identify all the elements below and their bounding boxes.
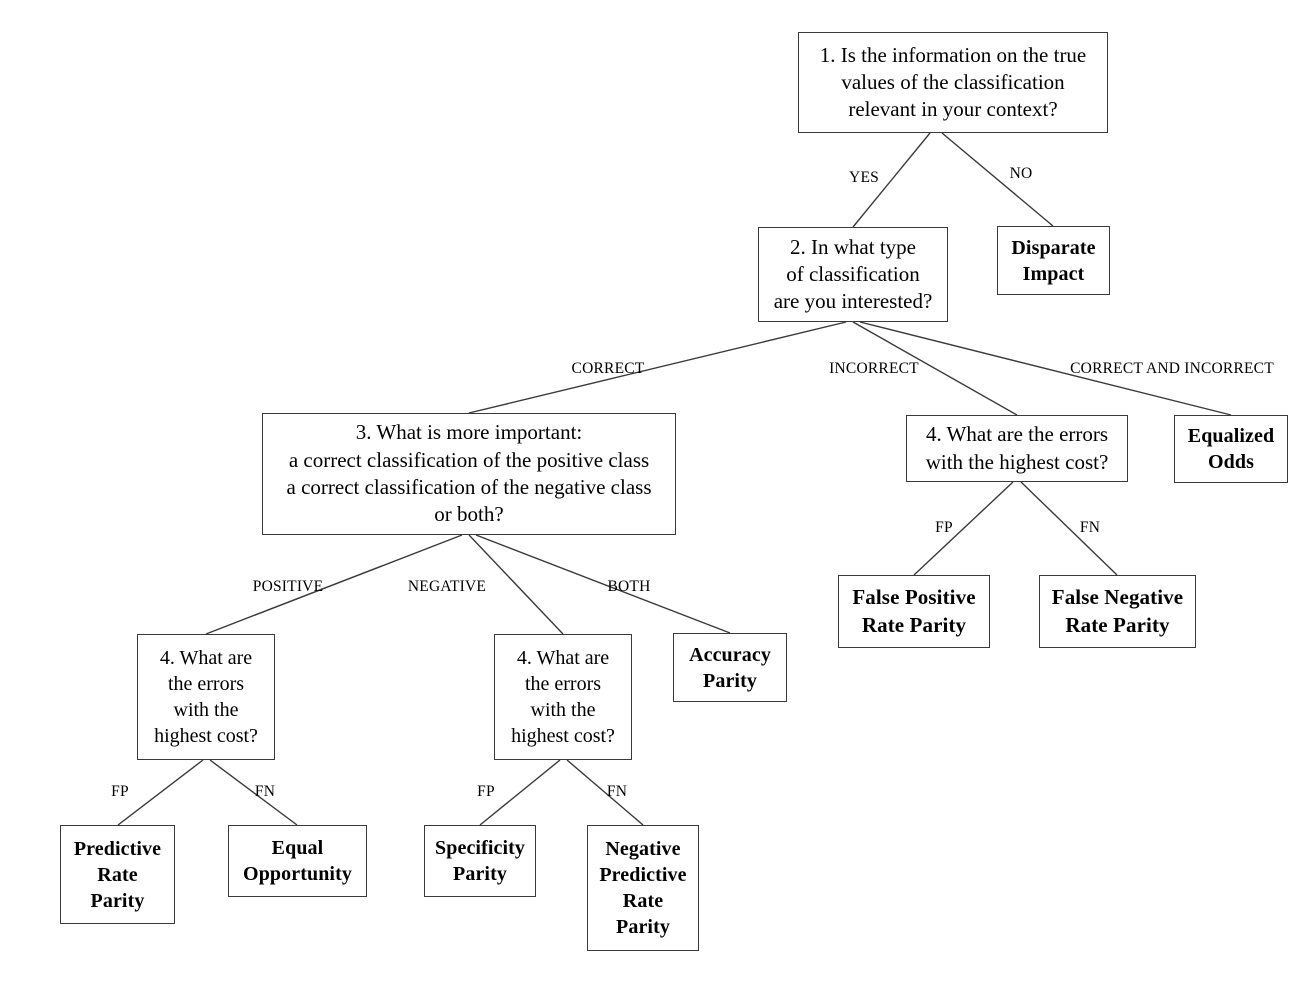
edge-label-e-q3-q4p: POSITIVE (252, 578, 324, 595)
node-q4_positive[interactable]: 4. What are the errors with the highest … (137, 634, 275, 760)
node-q4_negative[interactable]: 4. What are the errors with the highest … (494, 634, 632, 760)
node-q2[interactable]: 2. In what type of classification are yo… (758, 227, 948, 322)
edge-label-e-q1-q2: YES (849, 169, 879, 186)
edge-label-e-q2-q3: CORRECT (571, 360, 645, 377)
edge-e-q4i-fnr (1020, 481, 1118, 576)
edge-e-q4p-prp (117, 759, 204, 826)
node-negative_predictive_rate_parity[interactable]: Negative Predictive Rate Parity (587, 825, 699, 951)
edge-e-q2-q3 (468, 321, 847, 414)
node-q3[interactable]: 3. What is more important: a correct cla… (262, 413, 676, 535)
edge-label-e-q4p-prp: FP (111, 783, 129, 800)
edge-label-e-q3-ap: BOTH (607, 578, 651, 595)
node-equal_opportunity[interactable]: Equal Opportunity (228, 825, 367, 897)
node-predictive_rate_parity[interactable]: Predictive Rate Parity (60, 825, 175, 924)
node-disparate_impact[interactable]: Disparate Impact (997, 226, 1110, 295)
node-q4_incorrect[interactable]: 4. What are the errors with the highest … (906, 415, 1128, 482)
edge-label-e-q4i-fpr: FP (935, 519, 953, 536)
edge-label-e-q4n-nprp: FN (606, 783, 628, 800)
node-equalized_odds[interactable]: Equalized Odds (1174, 415, 1288, 483)
node-false_positive_rate_parity[interactable]: False Positive Rate Parity (838, 575, 990, 648)
edge-label-e-q2-eo: CORRECT AND INCORRECT (1070, 360, 1274, 377)
edge-e-q3-ap (475, 534, 731, 634)
node-false_negative_rate_parity[interactable]: False Negative Rate Parity (1039, 575, 1196, 648)
edge-e-q4n-nprp (566, 759, 644, 826)
edge-label-e-q2-q4i: INCORRECT (829, 360, 919, 377)
edge-label-e-q4p-eop: FN (254, 783, 276, 800)
edge-e-q4p-eop (209, 759, 298, 826)
node-specificity_parity[interactable]: Specificity Parity (424, 825, 536, 897)
edge-label-e-q3-q4n: NEGATIVE (407, 578, 487, 595)
edge-label-e-q4i-fnr: FN (1079, 519, 1101, 536)
edge-e-q4i-fpr (913, 481, 1014, 576)
edge-label-e-q4n-sp: FP (477, 783, 495, 800)
edge-label-e-q1-di: NO (1009, 165, 1033, 182)
node-q1[interactable]: 1. Is the information on the true values… (798, 32, 1108, 133)
edge-e-q1-di (941, 132, 1054, 227)
node-accuracy_parity[interactable]: Accuracy Parity (673, 633, 787, 702)
